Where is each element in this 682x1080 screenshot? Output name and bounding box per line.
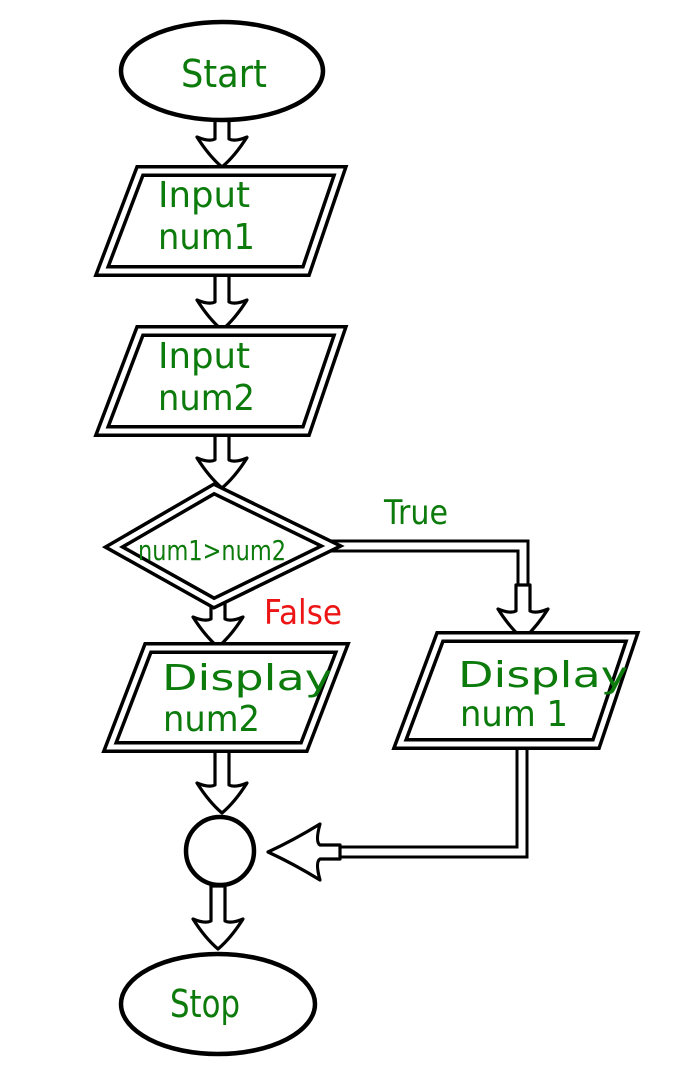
- start-node: [118, 19, 326, 123]
- input-num2-node: [93, 325, 349, 437]
- display-num1-label-line1: Display: [458, 655, 628, 696]
- arrow-display2-to-join-icon: [195, 746, 249, 815]
- arrow-join-to-stop-icon: [191, 884, 245, 951]
- true-branch-label: True: [383, 493, 448, 533]
- merge-line-outer: [334, 746, 529, 859]
- stop-label: Stop: [170, 982, 240, 1026]
- input-num1-node: [93, 165, 349, 277]
- start-label: Start: [181, 52, 267, 96]
- true-branch-line-inner: [328, 542, 527, 605]
- decision-node: [101, 482, 345, 610]
- arrow-input1-to-input2-icon: [195, 270, 249, 332]
- merge-line-inner: [334, 746, 526, 856]
- display-num2-label-line1: Display: [162, 658, 332, 699]
- input-num2-label-line2: num2: [158, 378, 255, 419]
- true-branch-line-outer: [328, 539, 530, 605]
- display-num2-node: [101, 642, 351, 753]
- decision-border-inner: [108, 486, 337, 606]
- arrow-decision-to-display2-icon: [191, 599, 245, 649]
- display-num2-border-inner: [106, 645, 346, 750]
- arrow-input2-to-decision-icon: [195, 430, 249, 490]
- display-num1-node: [391, 631, 641, 750]
- input-num1-border-inner: [98, 168, 344, 274]
- decision-label: num1>num2: [138, 534, 286, 567]
- display-num2-label-line2: num2: [163, 699, 260, 740]
- true-branch-edge: [328, 539, 550, 641]
- input-num1-label-line1: Input: [158, 175, 250, 216]
- false-branch-label: False: [264, 593, 342, 633]
- display-num1-border-inner: [396, 634, 636, 747]
- stop-node: [118, 951, 318, 1057]
- display-num1-label-line2: num 1: [460, 694, 568, 735]
- input-num2-label-line1: Input: [158, 336, 250, 377]
- arrow-start-to-input1-icon: [195, 116, 249, 169]
- input-num1-label-line2: num1: [158, 217, 255, 258]
- merge-arrowhead-icon: [266, 822, 342, 882]
- join-connector-node: [183, 814, 257, 888]
- true-branch-arrowhead-icon: [496, 583, 550, 641]
- input-num2-border-inner: [98, 328, 344, 434]
- merge-edge: [266, 746, 529, 882]
